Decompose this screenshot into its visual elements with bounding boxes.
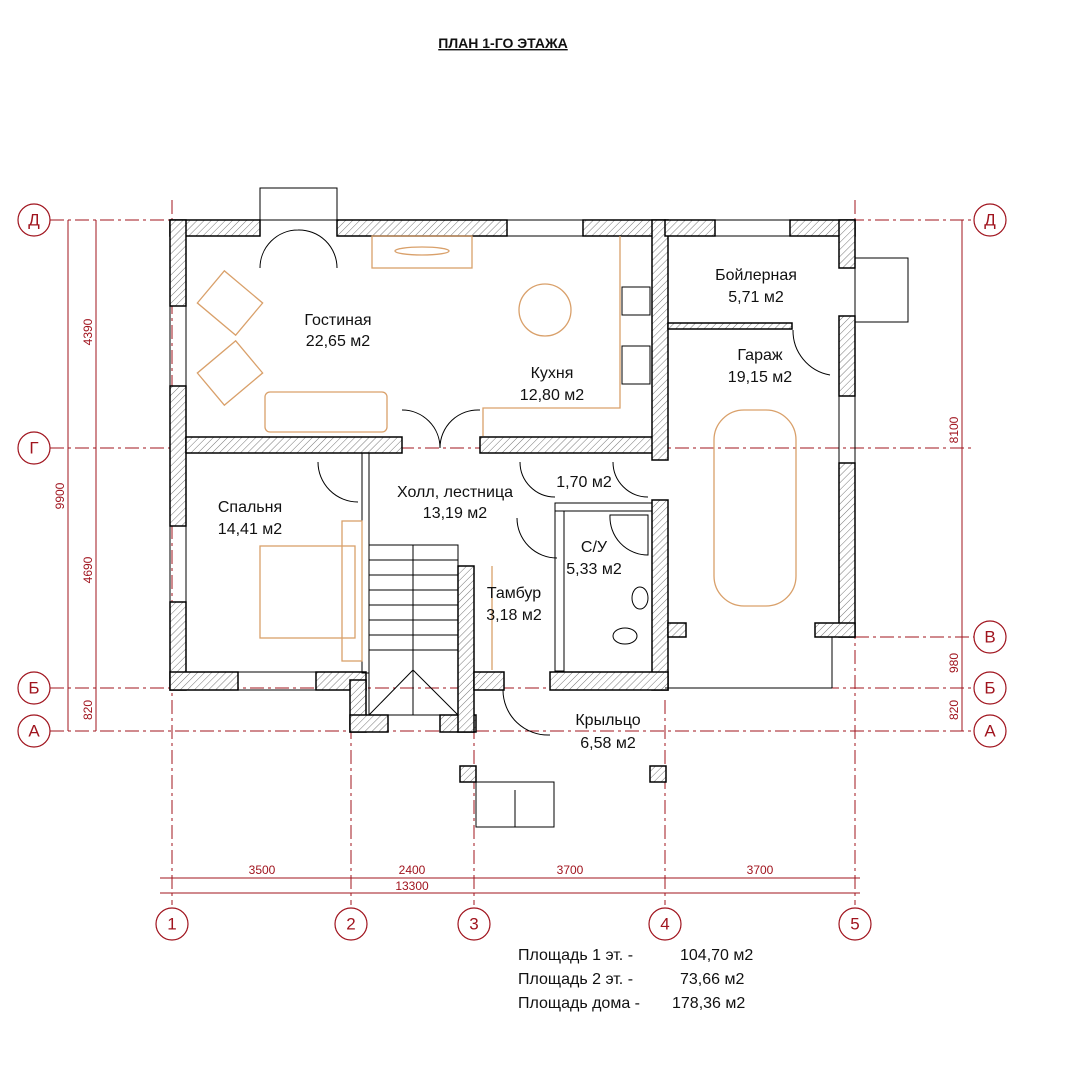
axis-markers (17, 203, 1007, 941)
bed (259, 545, 356, 639)
total-label: Площадь дома - (518, 995, 640, 1012)
room-name: Тамбур (487, 585, 541, 602)
axis-grid (50, 200, 975, 905)
total-value: 73,66 м2 (680, 971, 744, 988)
room-area: 5,33 м2 (566, 561, 622, 578)
axis-marker-col: 5 (850, 915, 859, 934)
dim-left: 820 (81, 700, 95, 720)
dim-bottom: 3500 (249, 863, 276, 877)
dim-bottom-total: 13300 (395, 879, 429, 893)
room-labels: Гостиная 22,65 м2 Кухня 12,80 м2 Бойлерн… (218, 267, 797, 752)
dim-bottom: 2400 (399, 863, 426, 877)
armchair (196, 339, 264, 407)
axis-labels: Д Д Г В Б Б А А 1 2 3 4 5 (28, 211, 996, 934)
armchair (196, 269, 264, 337)
total-label: Площадь 1 эт. - (518, 947, 633, 964)
dim-bottom: 3700 (557, 863, 584, 877)
openings (169, 187, 909, 828)
axis-marker-col: 1 (167, 915, 176, 934)
axis-marker-row: Г (29, 439, 38, 458)
room-name: Крыльцо (575, 712, 640, 729)
axis-marker-row: А (984, 722, 996, 741)
room-name: Гараж (737, 347, 782, 364)
axis-marker-col: 2 (346, 915, 355, 934)
dim-left: 4690 (81, 556, 95, 583)
room-area: 13,19 м2 (423, 505, 487, 522)
room-name: С/У (581, 539, 608, 556)
room-name: Кухня (531, 365, 574, 382)
room-area: 3,18 м2 (486, 607, 542, 624)
plan-title: ПЛАН 1-ГО ЭТАЖА (438, 35, 567, 51)
dim-right: 980 (947, 653, 961, 673)
sofa (264, 391, 388, 433)
dim-left-total: 9900 (53, 482, 67, 509)
dining-table (518, 283, 572, 337)
axis-marker-row: Б (28, 679, 39, 698)
washbasin (631, 586, 649, 610)
room-area: 1,70 м2 (556, 474, 612, 491)
room-name: Холл, лестница (397, 484, 513, 501)
axis-marker-row: Д (984, 211, 996, 230)
axis-marker-col: 4 (660, 915, 669, 934)
room-area: 12,80 м2 (520, 387, 584, 404)
area-totals: Площадь 1 эт. - 104,70 м2 Площадь 2 эт. … (518, 947, 753, 1012)
room-name: Бойлерная (715, 267, 797, 284)
car (713, 409, 797, 607)
room-area: 6,58 м2 (580, 735, 636, 752)
walls (169, 219, 856, 783)
room-name: Гостиная (304, 312, 371, 329)
room-area: 5,71 м2 (728, 289, 784, 306)
dim-right: 8100 (947, 416, 961, 443)
stove (621, 286, 651, 316)
room-area: 19,15 м2 (728, 369, 792, 386)
axis-marker-row: Д (28, 211, 40, 230)
room-name: Спальня (218, 499, 282, 516)
total-value: 104,70 м2 (680, 947, 753, 964)
total-value: 178,36 м2 (672, 995, 745, 1012)
bathtub (609, 514, 649, 556)
tv-stand (371, 235, 473, 269)
dim-left: 4390 (81, 318, 95, 345)
furniture (196, 235, 797, 670)
dim-bottom: 3700 (747, 863, 774, 877)
room-area: 22,65 м2 (306, 333, 370, 350)
axis-marker-row: А (28, 722, 40, 741)
sink (621, 345, 651, 385)
total-label: Площадь 2 эт. - (518, 971, 633, 988)
axis-marker-row: Б (984, 679, 995, 698)
dimensions: 4390 4690 820 9900 8100 980 820 3500 240… (53, 220, 963, 894)
dim-right: 820 (947, 700, 961, 720)
axis-marker-row: В (984, 628, 995, 647)
room-area: 14,41 м2 (218, 521, 282, 538)
axis-marker-col: 3 (469, 915, 478, 934)
toilet (612, 627, 638, 645)
